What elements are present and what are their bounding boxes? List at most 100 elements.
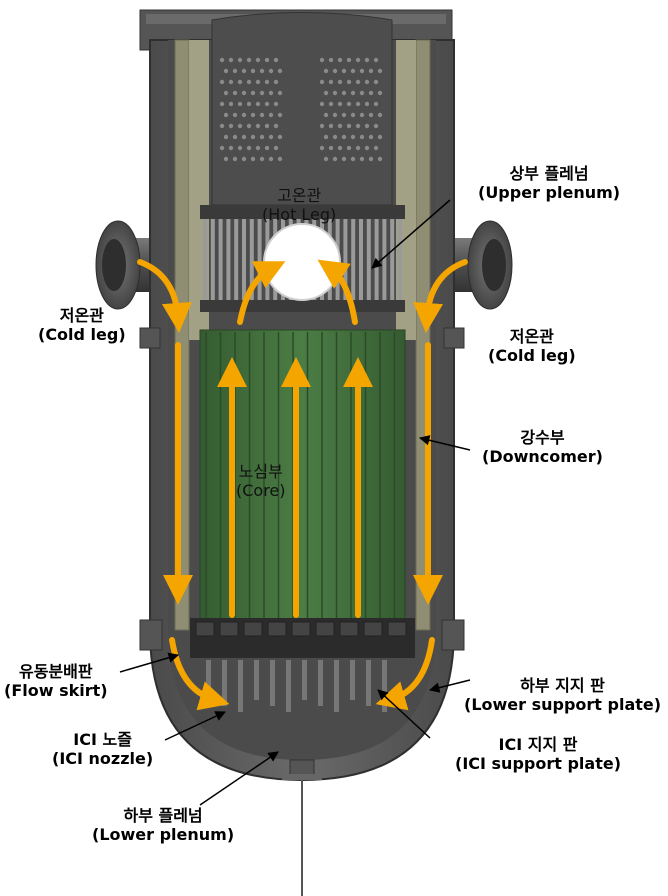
perforation-hole [255, 57, 261, 63]
perforation-hole [219, 101, 225, 107]
perforation-hole [350, 90, 356, 96]
ici-nozzle [270, 660, 275, 706]
perforation-hole [223, 156, 229, 162]
perforation-hole [377, 156, 383, 162]
support-grid-cell [243, 621, 263, 637]
guide-tube [249, 219, 254, 300]
vessel-lower-flange-left [139, 619, 163, 651]
support-grid-cell [387, 621, 407, 637]
hot-leg-label: 고온관 (Hot Leg) [262, 186, 336, 224]
perforation-hole [228, 101, 234, 107]
perforation-hole [255, 79, 261, 85]
perforation-holes [219, 57, 383, 162]
perforation-hole [319, 101, 325, 107]
support-grid-cell [291, 621, 311, 637]
ici-nozzle [350, 660, 355, 700]
perforation-hole [264, 57, 270, 63]
perforation-hole [241, 112, 247, 118]
perforation-hole [237, 79, 243, 85]
guide-tube [242, 219, 246, 300]
perforation-hole [337, 57, 343, 63]
perforation-hole [364, 145, 370, 151]
perforation-hole [332, 156, 338, 162]
perforation-hole [255, 123, 261, 129]
hot-leg-opening [263, 223, 341, 301]
perforation-hole [355, 145, 361, 151]
lower-support-plate-label-ko: 하부 지지 판 [520, 676, 605, 695]
perforation-hole [250, 134, 256, 140]
perforation-hole [237, 101, 243, 107]
lower-support-grid [195, 621, 407, 637]
perforation-hole [373, 123, 379, 129]
flow-arrows [137, 259, 468, 711]
perforation-hole [319, 79, 325, 85]
guide-tube [374, 219, 379, 300]
perforation-hole [332, 68, 338, 74]
core-label: 노심부 (Core) [236, 462, 286, 500]
perforation-hole [250, 68, 256, 74]
perforation-hole [232, 156, 238, 162]
perforation-hole [323, 156, 329, 162]
ici-nozzle [366, 660, 371, 706]
perforation-hole [237, 145, 243, 151]
perforation-hole [337, 101, 343, 107]
lower-support-plate-label: 하부 지지 판 (Lower support plate) [464, 676, 661, 714]
guide-tube [351, 219, 356, 300]
support-grid-cell [315, 621, 335, 637]
cold-leg-right-label-ko: 저온관 [509, 327, 554, 346]
lower-plenum-label-en: (Lower plenum) [92, 825, 235, 844]
perforation-hole [259, 90, 265, 96]
perforation-hole [246, 79, 252, 85]
perforation-hole [368, 90, 374, 96]
perforation-hole [219, 79, 225, 85]
guide-tube [203, 219, 207, 300]
vessel-mid-flange-left [139, 327, 161, 349]
perforation-hole [319, 123, 325, 129]
perforation-hole [364, 57, 370, 63]
upper-guide-structure [211, 12, 393, 206]
guide-tube [234, 219, 239, 300]
perforation-hole [255, 145, 261, 151]
perforation-hole [323, 112, 329, 118]
perforation-hole [255, 101, 261, 107]
perforation-hole [259, 134, 265, 140]
perforation-hole [223, 68, 229, 74]
perforation-hole [368, 156, 374, 162]
downcomer-label-en: (Downcomer) [482, 447, 603, 466]
ici-support-plate-label-en: (ICI support plate) [455, 754, 621, 773]
perforation-hole [246, 57, 252, 63]
perforation-hole [277, 90, 283, 96]
perforation-hole [359, 90, 365, 96]
perforation-hole [364, 79, 370, 85]
perforation-hole [355, 57, 361, 63]
perforation-hole [341, 90, 347, 96]
perforation-hole [359, 112, 365, 118]
perforation-hole [232, 134, 238, 140]
guide-tube [343, 219, 348, 300]
perforation-hole [219, 123, 225, 129]
flow-skirt-label-ko: 유동분배판 [18, 662, 93, 681]
perforation-hole [268, 134, 274, 140]
upper-plenum-label-en: (Upper plenum) [478, 183, 621, 202]
perforation-hole [368, 134, 374, 140]
perforation-hole [246, 123, 252, 129]
ici-support-plate-label-ko: ICI 지지 판 [498, 735, 578, 754]
perforation-hole [337, 79, 343, 85]
perforation-hole [241, 90, 247, 96]
perforation-hole [328, 101, 334, 107]
ici-nozzle [254, 660, 259, 700]
perforation-hole [377, 90, 383, 96]
perforation-hole [241, 68, 247, 74]
guide-tube [210, 219, 215, 300]
perforation-hole [273, 145, 279, 151]
perforation-hole [355, 123, 361, 129]
guide-tube [359, 219, 363, 300]
ici-nozzle [222, 660, 227, 706]
perforation-hole [332, 134, 338, 140]
upper-plenum-label-ko: 상부 플레넘 [509, 164, 589, 183]
perforation-hole [246, 145, 252, 151]
perforation-hole [259, 112, 265, 118]
perforation-hole [350, 112, 356, 118]
guide-tube [398, 219, 402, 300]
